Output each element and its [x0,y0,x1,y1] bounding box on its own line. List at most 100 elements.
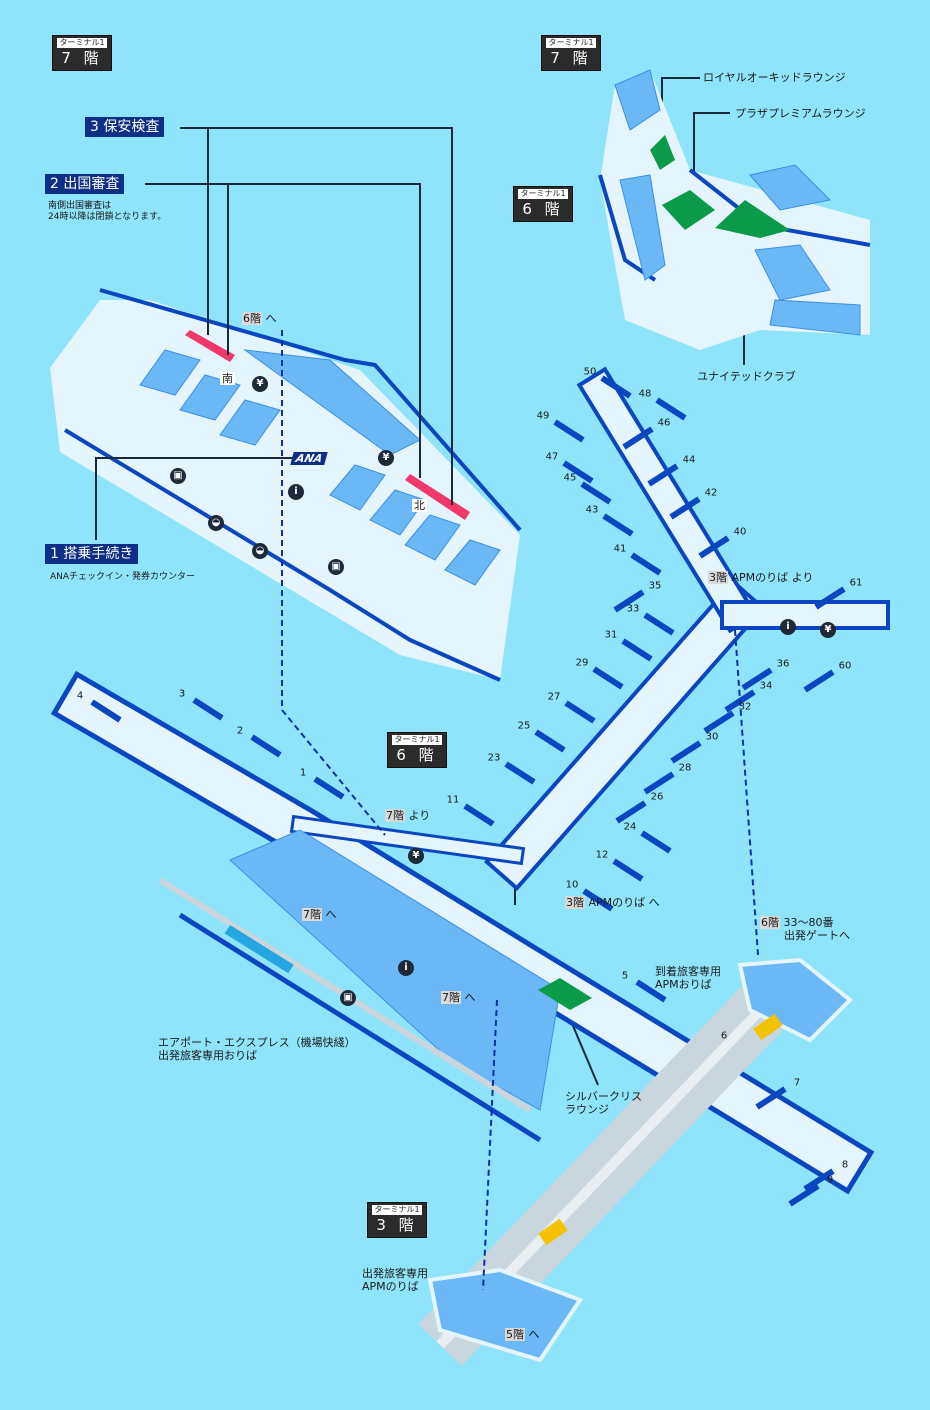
gate-stub [741,667,773,691]
gate-30: 30 [705,731,719,743]
from-3f-apm-label: 3階 APMのりば より [708,571,813,584]
gate-stub [612,858,644,882]
label-line: APMおりば [655,978,712,991]
gate-stub [669,496,701,520]
gate-stub [788,1183,820,1207]
gate-stub [670,740,702,764]
gate-stub [592,666,624,690]
gate-25: 25 [517,720,531,732]
gate-46: 46 [657,417,671,429]
gate-stub [90,699,122,723]
direction-text: へ [325,908,337,921]
airport-express-wall [178,912,542,1143]
label-line: エアポート・エクスプレス（機場快綫） [158,1036,356,1049]
gate-stub [313,776,345,800]
gate-stub [553,419,585,443]
gate-2: 2 [236,725,244,737]
step-security: 3 保安検査 [85,117,165,137]
terminal-label: ターミナル1 [546,38,596,48]
gate-10: 10 [565,879,579,891]
gate-stub [630,552,662,576]
gate-stub [463,803,495,827]
terminal-label: ターミナル1 [372,1205,422,1215]
label-line: 到着旅客専用 [655,965,721,978]
diagonal-pier [489,584,761,886]
direction-text: APMのりば へ [588,896,660,909]
gate-50: 50 [583,366,597,378]
note-line: 南側出国審査は [48,201,112,211]
gate-stub [613,589,645,613]
gate-stub [622,426,654,450]
gate-4: 4 [76,690,84,702]
gate-40: 40 [733,526,747,538]
note-line: 24時以降は閉鎖となります。 [48,212,167,222]
united-club-label: ユナイテッドクラブ [697,370,796,383]
counter-island [404,514,461,561]
gate-36: 36 [776,658,790,670]
currency-exchange-icon: ¥ [820,622,836,638]
t7-wall [63,428,501,682]
gate-34: 34 [759,680,773,692]
direction-text: へ [528,1328,540,1341]
direction-text: へ [464,991,476,1004]
airport-express-label: エアポート・エクスプレス（機場快綫）出発旅客専用おりば [158,1036,356,1062]
floor-tag: 3階 [708,571,728,584]
gate-stub [703,710,735,734]
gate-61: 61 [849,577,863,589]
info-icon: i [398,960,414,976]
ana-logo: ANA [290,452,328,465]
terminal-label: ターミナル1 [392,735,442,745]
bus-icon: ▣ [340,990,356,1006]
gate-28: 28 [678,762,692,774]
to-6f-label: 6階 へ [242,312,277,325]
gate-8: 8 [841,1159,849,1171]
gate-44: 44 [682,454,696,466]
step-checkin: 1 搭乗手続き [45,544,139,564]
gate-1: 1 [299,767,307,779]
floor-tag: 3階 [565,896,585,909]
label-line: 出発旅客専用 [362,1267,428,1280]
floor-tag: 6階 [760,916,780,929]
security-area [243,349,421,456]
apm-train [538,1218,568,1246]
floor-label: 7 階 [61,49,103,67]
t7-wall [99,288,522,532]
label-line: 出発旅客専用おりば [158,1049,257,1062]
gate-45: 45 [563,472,577,484]
gate-24: 24 [623,821,637,833]
gate-stub [192,697,224,721]
gate-23: 23 [487,752,501,764]
gate-12: 12 [595,849,609,861]
floor-tag: 7階 [302,908,322,921]
currency-exchange-icon: ¥ [378,450,394,466]
gate-stub [647,463,679,487]
counter-island [329,464,386,511]
taxi-icon: ◒ [252,543,268,559]
counter-island [179,374,241,421]
south-label: 南 [220,372,235,385]
gate-stub [643,771,675,795]
gate-33: 33 [626,603,640,615]
gate-stub [615,800,647,824]
north-label: 北 [412,499,427,512]
gate-stub [564,700,596,724]
to-6f-gates-label: 6階 33～80番出発ゲートへ [760,916,850,942]
south-immigration-gate [185,330,235,362]
gate-41: 41 [613,543,627,555]
gate-6: 6 [720,1030,728,1042]
apm-train [753,1013,783,1041]
gate-stub [698,535,730,559]
gate-32: 32 [738,701,752,713]
silverkris-lounge [538,978,592,1010]
gate-9: 9 [826,1174,834,1186]
to-7f-label: 7階 へ [441,991,476,1004]
floor-tag: 5階 [505,1328,525,1341]
